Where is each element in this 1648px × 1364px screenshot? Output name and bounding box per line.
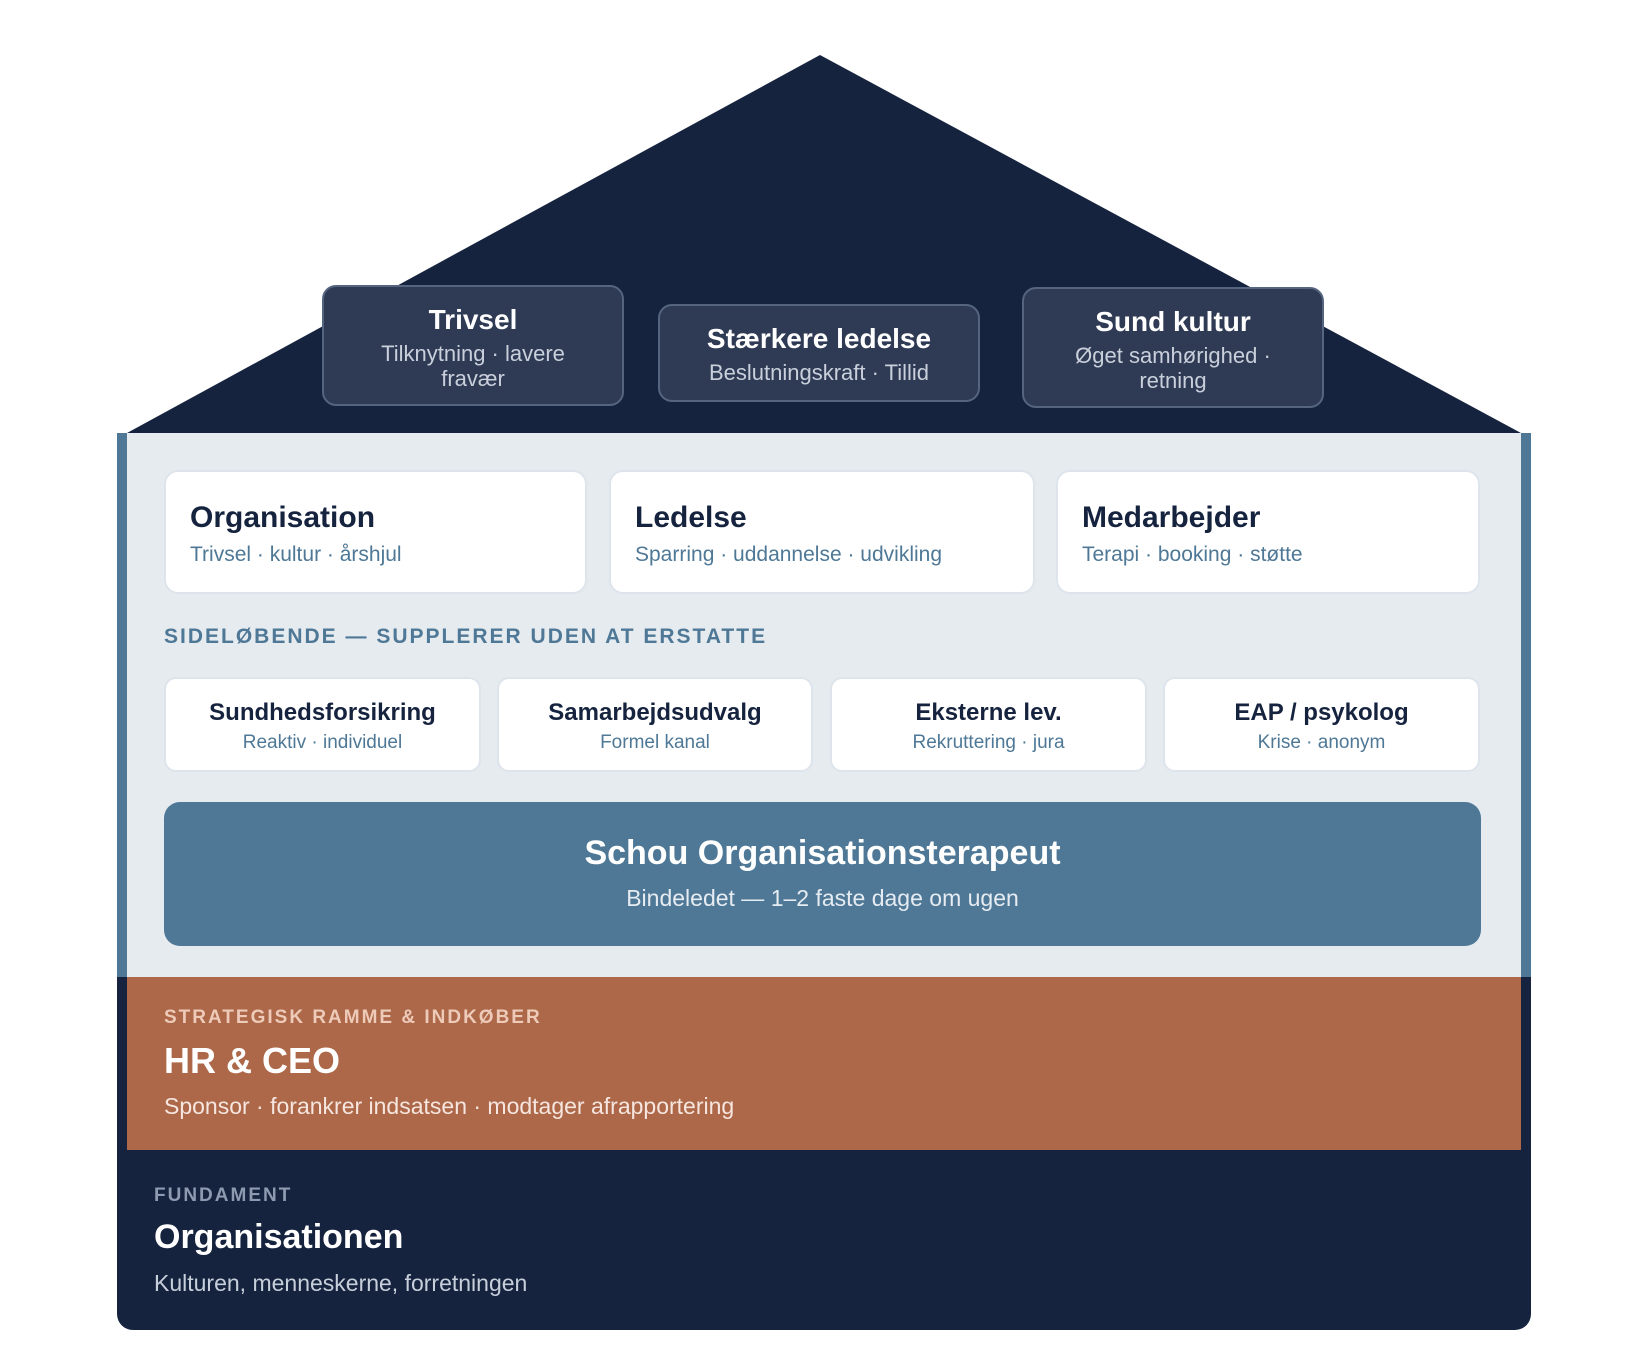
side-card-subtitle: Reaktiv · individuel <box>242 732 403 753</box>
side-card-sundhedsforsikring: Sundhedsforsikring Reaktiv · individuel <box>164 677 481 772</box>
foundation-title: Organisationen <box>154 1218 404 1256</box>
pillar-subtitle: Trivsel · kultur · årshjul <box>190 543 402 566</box>
side-card-subtitle: Formel kanal <box>600 732 710 753</box>
side-services-heading: SIDELØBENDE — SUPPLERER UDEN AT ERSTATTE <box>164 625 768 648</box>
core-title: Schou Organisationsterapeut <box>584 834 1061 872</box>
side-card-eap-psykolog: EAP / psykolog Krise · anonym <box>1163 677 1480 772</box>
pillar-subtitle: Terapi · booking · støtte <box>1082 543 1303 566</box>
goal-card-sund-kultur: Sund kultur Øget samhørighed · retning <box>1022 287 1324 408</box>
goal-title: Sund kultur <box>1095 306 1251 337</box>
goal-title: Stærkere ledelse <box>706 323 932 354</box>
side-card-title: Eksterne lev. <box>915 699 1062 726</box>
side-card-title: Samarbejdsudvalg <box>548 699 762 726</box>
side-card-subtitle: Krise · anonym <box>1257 732 1386 753</box>
pillar-title: Organisation <box>190 501 376 534</box>
hr-eyebrow: STRATEGISK RAMME & INDKØBER <box>164 1007 542 1028</box>
pillar-subtitle: Sparring · uddannelse · udvikling <box>635 543 943 566</box>
core-subtitle: Bindeledet — 1–2 faste dage om ugen <box>626 885 1019 911</box>
goal-subtitle: Øget samhørighed · retning <box>1075 343 1271 393</box>
side-card-eksterne-lev: Eksterne lev. Rekruttering · jura <box>830 677 1147 772</box>
pillar-title: Medarbejder <box>1082 501 1261 534</box>
goal-title: Trivsel <box>428 304 518 335</box>
hr-band <box>127 977 1521 1152</box>
hr-subtitle: Sponsor · forankrer indsatsen · modtager… <box>164 1093 735 1119</box>
hr-title: HR & CEO <box>164 1040 341 1081</box>
side-card-samarbejdsudvalg: Samarbejdsudvalg Formel kanal <box>497 677 813 772</box>
side-card-title: Sundhedsforsikring <box>209 699 436 726</box>
side-card-title: EAP / psykolog <box>1234 699 1409 726</box>
foundation-eyebrow: FUNDAMENT <box>154 1185 293 1206</box>
pillar-card-ledelse: Ledelse Sparring · uddannelse · udviklin… <box>609 470 1035 594</box>
core-service-band: Schou Organisationsterapeut Bindeledet —… <box>164 802 1481 946</box>
goal-card-trivsel: Trivsel Tilknytning · lavere fravær <box>322 285 624 406</box>
foundation-subtitle: Kulturen, menneskerne, forretningen <box>154 1270 528 1296</box>
foundation-band <box>117 1150 1531 1330</box>
pillar-card-medarbejder: Medarbejder Terapi · booking · støtte <box>1056 470 1480 594</box>
side-card-subtitle: Rekruttering · jura <box>912 732 1065 753</box>
pillar-title: Ledelse <box>635 501 747 534</box>
goal-subtitle: Beslutningskraft · Tillid <box>708 360 930 385</box>
pillar-card-organisation: Organisation Trivsel · kultur · årshjul <box>164 470 587 594</box>
goal-card-staerkere-ledelse: Stærkere ledelse Beslutningskraft · Till… <box>658 304 980 402</box>
goal-subtitle: Tilknytning · lavere fravær <box>381 341 565 391</box>
